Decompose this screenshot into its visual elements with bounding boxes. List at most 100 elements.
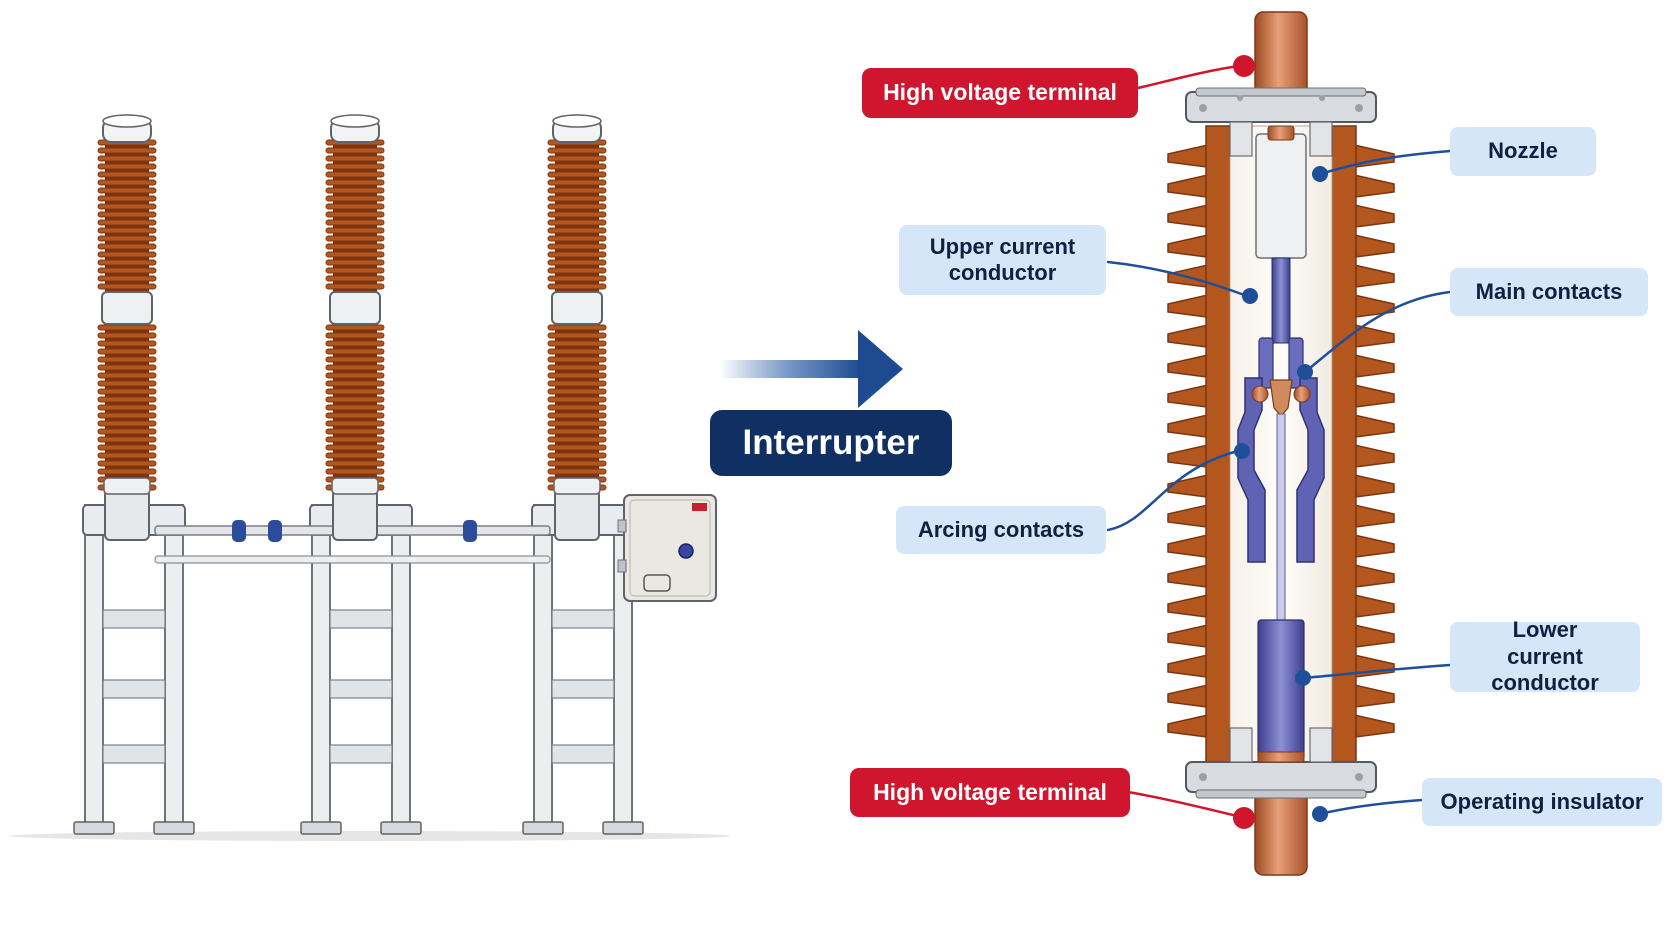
shed-ring [547, 243, 607, 250]
shed-ring [97, 460, 157, 467]
shed-ring [547, 388, 607, 395]
shed-ring [325, 452, 385, 459]
lower-current-conductor [1257, 619, 1305, 761]
shed-ring [97, 436, 157, 443]
shed-ring [325, 340, 385, 347]
shed-ring [547, 283, 607, 290]
shed-ring [97, 420, 157, 427]
shed-ring [547, 460, 607, 467]
shed-ring [325, 388, 385, 395]
label-nozzle: Nozzle [1450, 127, 1596, 176]
leader-main-contacts [1303, 290, 1452, 374]
shed-ring [547, 372, 607, 379]
leg-crossbar [551, 609, 615, 629]
shed-ring [97, 211, 157, 218]
column-base [332, 489, 378, 541]
leg-foot [73, 821, 115, 835]
dot-main-contacts [1297, 364, 1313, 380]
label-upper-current-conductor: Upper current conductor [899, 225, 1106, 295]
leader-arcing-contacts [1106, 449, 1240, 532]
shed-ring [325, 171, 385, 178]
cabinet-handle [643, 574, 671, 592]
shed-ring [547, 412, 607, 419]
dot-lower-conductor [1295, 670, 1311, 686]
leg-crossbar [329, 679, 393, 699]
dot-arcing-contacts [1234, 443, 1250, 459]
main-contact-tip [1269, 379, 1293, 417]
shed-ring [325, 372, 385, 379]
label-lower-current-conductor: Lower current conductor [1450, 617, 1640, 695]
shed-ring [97, 275, 157, 282]
shed-ring [325, 332, 385, 339]
shed-ring [325, 412, 385, 419]
leader-hv-top [1136, 64, 1241, 90]
shed-ring [97, 147, 157, 154]
column-cap-top [552, 114, 602, 128]
cabinet-lock-icon [678, 543, 694, 559]
column-lower-flange [331, 477, 379, 495]
shed-ring [547, 235, 607, 242]
shed-ring [97, 348, 157, 355]
porcelain-column [547, 114, 607, 541]
bottom-flange [1185, 727, 1377, 799]
shed-ring [547, 211, 607, 218]
leader-hv-bottom [1126, 790, 1244, 819]
shed-ring [325, 348, 385, 355]
label-main-contacts: Main contacts [1450, 268, 1648, 316]
leader-lower-conductor [1301, 663, 1452, 680]
operating-rod [1276, 413, 1286, 625]
shed-ring [547, 155, 607, 162]
shed-ring [97, 235, 157, 242]
shed-ring [97, 388, 157, 395]
shed-ring [325, 259, 385, 266]
shed-ring [325, 420, 385, 427]
shed-ring [547, 364, 607, 371]
pointer-arrow [720, 330, 903, 408]
arcing-contact-left [1237, 377, 1266, 563]
shed-ring [547, 195, 607, 202]
porcelain-column [325, 114, 385, 541]
shed-ring [325, 251, 385, 258]
shed-ring [325, 436, 385, 443]
column-lower-flange [553, 477, 601, 495]
shed-ring [97, 283, 157, 290]
shed-ring [325, 404, 385, 411]
label-operating-insulator: Operating insulator [1422, 778, 1662, 826]
shed-ring [547, 452, 607, 459]
shed-ring [97, 468, 157, 475]
shed-ring [97, 171, 157, 178]
upper-current-conductor [1271, 257, 1291, 344]
leader-upper-conductor [1106, 260, 1249, 298]
shed-ring [325, 428, 385, 435]
shed-ring [325, 155, 385, 162]
shed-ring [547, 171, 607, 178]
shed-ring [547, 324, 607, 331]
shed-ring [325, 179, 385, 186]
shed-ring [547, 348, 607, 355]
dot-nozzle [1312, 166, 1328, 182]
shed-ring [547, 356, 607, 363]
linkage-coupling [232, 520, 246, 542]
shed-ring [547, 179, 607, 186]
leg-foot [522, 821, 564, 835]
shed-ring [97, 259, 157, 266]
shed-ring [547, 380, 607, 387]
shed-ring [547, 219, 607, 226]
column-mid-flange [329, 291, 381, 325]
column-lower-flange [103, 477, 151, 495]
column-cap-top [102, 114, 152, 128]
shed-ring [97, 428, 157, 435]
support-structures [73, 504, 644, 835]
shed-ring [547, 275, 607, 282]
shed-ring [97, 452, 157, 459]
shed-ring [547, 203, 607, 210]
leader-nozzle [1318, 149, 1452, 176]
shed-ring [547, 444, 607, 451]
leg-crossbar [551, 679, 615, 699]
shed-ring [547, 404, 607, 411]
shed-ring [97, 412, 157, 419]
interrupter-title: Interrupter [710, 410, 952, 476]
leg-crossbar [329, 609, 393, 629]
column-base [554, 489, 600, 541]
shed-ring [325, 468, 385, 475]
